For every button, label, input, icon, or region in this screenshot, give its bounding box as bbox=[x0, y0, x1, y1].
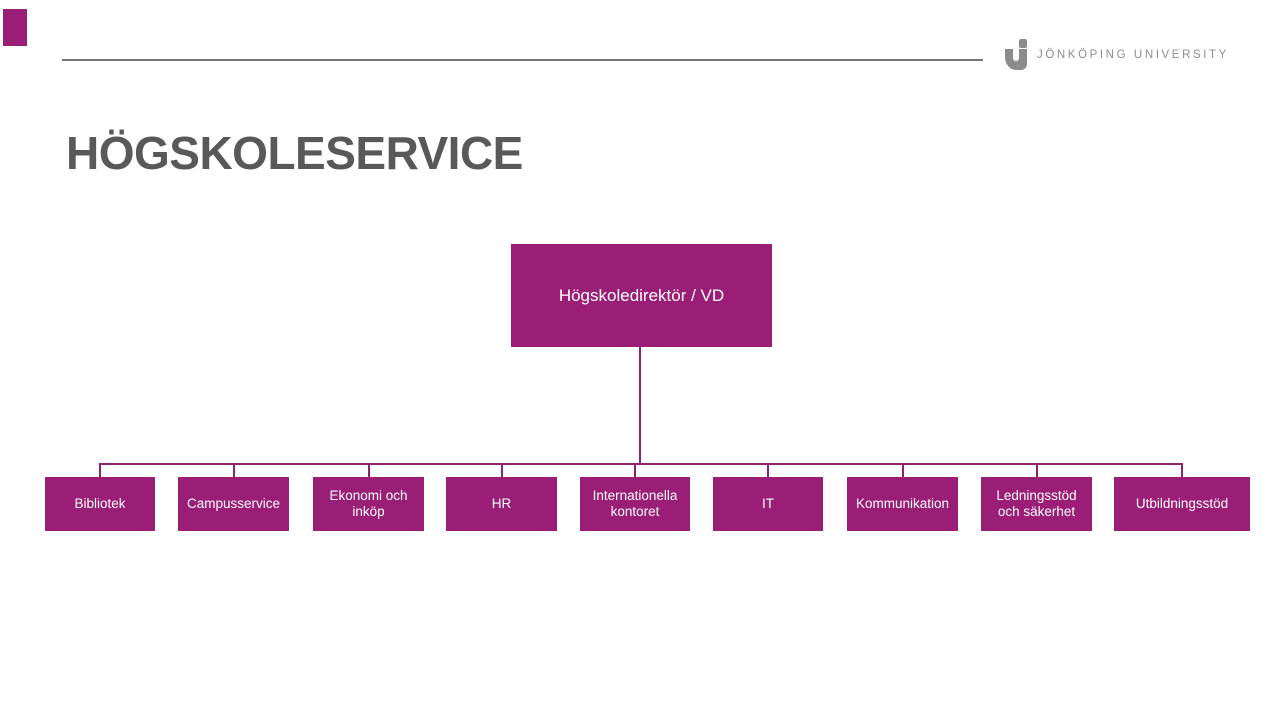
org-box-it: IT bbox=[713, 477, 823, 531]
header-divider-line bbox=[62, 59, 983, 61]
logo-wordmark: JÖNKÖPING UNIVERSITY bbox=[1037, 48, 1229, 61]
connector-stub bbox=[767, 463, 769, 477]
connector-stub bbox=[233, 463, 235, 477]
connector-stub bbox=[368, 463, 370, 477]
org-box-ekonomi-och-inkop: Ekonomi och inköp bbox=[313, 477, 424, 531]
org-box-utbildningsstod: Utbildningsstöd bbox=[1114, 477, 1250, 531]
org-box-internationella-kontoret: Internationella kontoret bbox=[580, 477, 690, 531]
org-box-label: IT bbox=[762, 496, 774, 512]
org-box-label: Utbildningsstöd bbox=[1135, 496, 1229, 512]
org-box-kommunikation: Kommunikation bbox=[847, 477, 958, 531]
org-box-label: Kommunikation bbox=[855, 496, 950, 512]
org-box-label: Bibliotek bbox=[74, 496, 126, 512]
jonkoping-university-logo: JÖNKÖPING UNIVERSITY bbox=[1005, 39, 1229, 70]
connector-stub bbox=[1036, 463, 1038, 477]
connector-stub bbox=[634, 463, 636, 477]
connector-stub bbox=[1181, 463, 1183, 477]
connector-stub bbox=[902, 463, 904, 477]
org-box-ledningsstod-och-sakerhet: Ledningsstöd och säkerhet bbox=[981, 477, 1092, 531]
connector-root-drop bbox=[639, 347, 641, 465]
org-box-campusservice: Campusservice bbox=[178, 477, 289, 531]
page-title: HÖGSKOLESERVICE bbox=[66, 127, 523, 179]
org-box-label: Ekonomi och inköp bbox=[329, 488, 408, 519]
org-box-label: Campusservice bbox=[186, 496, 281, 512]
org-box-label: Ledningsstöd och säkerhet bbox=[996, 488, 1077, 519]
org-box-hr: HR bbox=[446, 477, 557, 531]
jonkoping-university-logo-icon bbox=[1005, 39, 1027, 70]
org-box-bibliotek: Bibliotek bbox=[45, 477, 155, 531]
org-box-label: Högskoledirektör / VD bbox=[558, 285, 725, 305]
connector-stub bbox=[99, 463, 101, 477]
connector-stub bbox=[501, 463, 503, 477]
org-box-label: Internationella kontoret bbox=[592, 488, 678, 519]
corner-accent-rectangle bbox=[3, 9, 27, 46]
connector-horizontal-bus bbox=[99, 463, 1183, 465]
org-box-label: HR bbox=[491, 496, 512, 512]
org-box-hogskoledirektor: Högskoledirektör / VD bbox=[511, 244, 772, 347]
